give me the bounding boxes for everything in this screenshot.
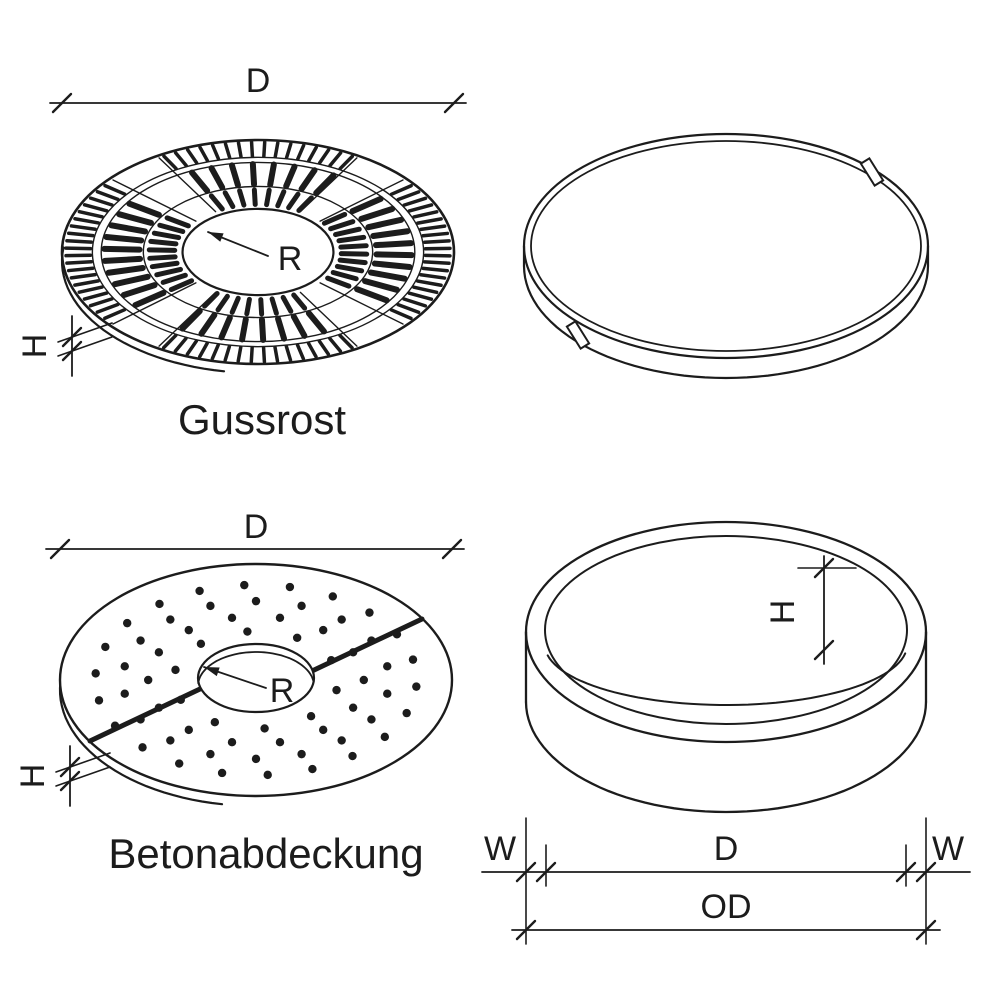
- ring-dim-od-label: OD: [701, 888, 752, 926]
- ring-dim-d-label: D: [714, 830, 739, 868]
- band-ring-figure: [522, 132, 930, 380]
- betonabdeckung-dim-r-label: R: [270, 672, 295, 710]
- ring-dim-h-label: H: [764, 600, 802, 625]
- gussrost-dim-h-label: H: [16, 334, 54, 359]
- concrete-ring-dimensions: [481, 555, 971, 945]
- betonabdeckung-dim-d-label: D: [244, 508, 269, 546]
- gussrost-dimensions: [49, 92, 467, 377]
- betonabdeckung-dim-h-label: H: [14, 764, 52, 789]
- gussrost-dim-d-label: D: [246, 62, 271, 100]
- concrete-ring-figure: [524, 520, 928, 814]
- gussrost-dim-r-label: R: [278, 240, 303, 278]
- gussrost-caption: Gussrost: [178, 396, 346, 443]
- ring-dim-w-right-label: W: [932, 830, 964, 868]
- betonabdeckung-caption: Betonabdeckung: [108, 830, 423, 877]
- gussrost-figure: [60, 138, 456, 373]
- betonabdeckung-dimensions: [45, 538, 465, 807]
- ring-dim-w-left-label: W: [484, 830, 516, 868]
